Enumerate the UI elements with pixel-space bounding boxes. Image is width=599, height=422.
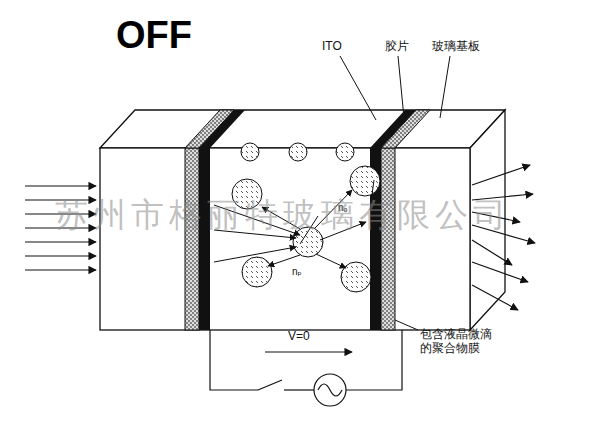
scattered-output — [472, 165, 535, 310]
leader-lines — [300, 56, 450, 330]
layer-label: 玻璃基板 — [432, 40, 480, 54]
index-label: nₚ — [292, 266, 302, 278]
watermark: 苏州市格丽特玻璃有限公司 — [55, 196, 511, 234]
voltage-label: V=0 — [288, 330, 310, 344]
layer-label: 胶片 — [385, 40, 409, 54]
layer-label: ITO — [322, 40, 342, 54]
circuit — [210, 330, 402, 406]
film-label: 包含液晶微滴 的聚合物膜 — [420, 328, 500, 356]
title: OFF — [116, 14, 192, 58]
